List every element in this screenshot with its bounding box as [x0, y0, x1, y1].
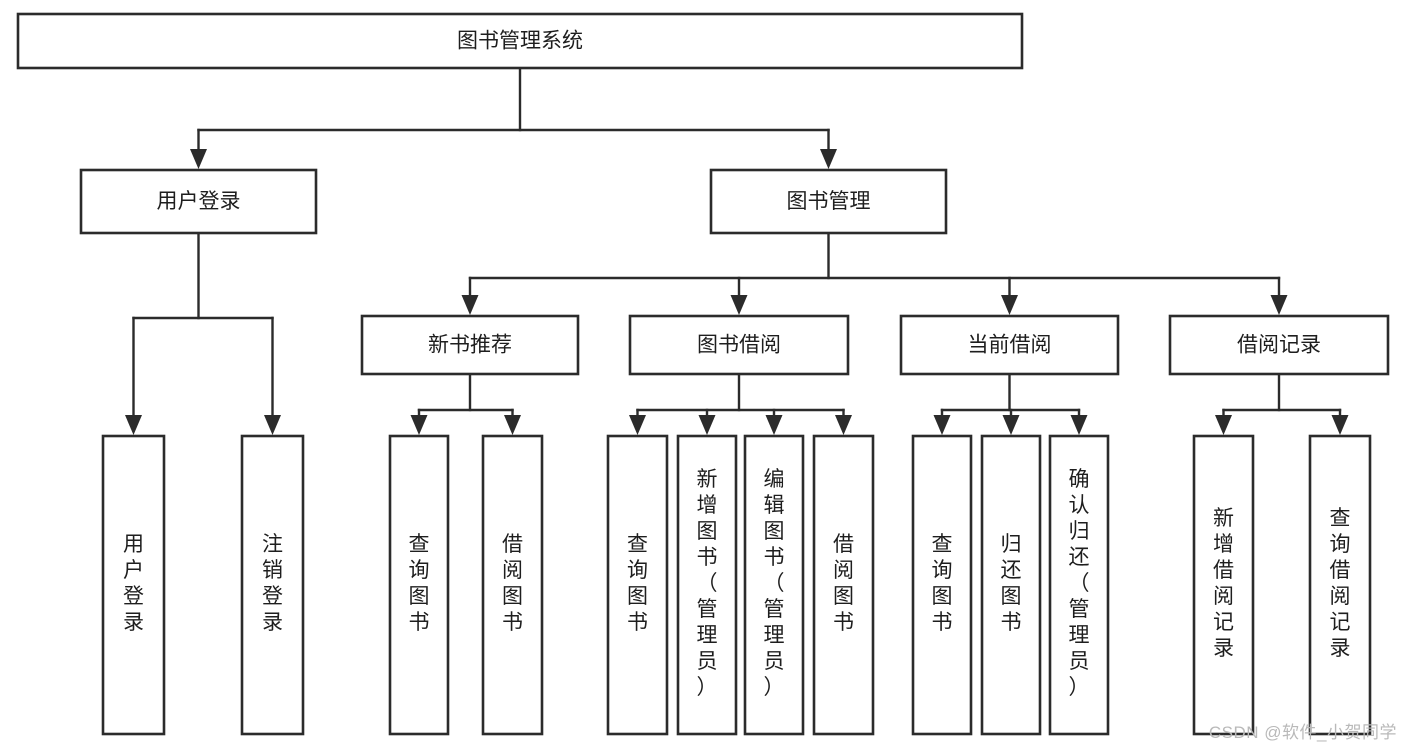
node-box[interactable]	[911, 434, 973, 736]
arrow-head-icon	[1215, 415, 1232, 435]
node-label: 当前借阅	[968, 334, 1052, 357]
arrow-head-icon	[1002, 415, 1020, 435]
node-root[interactable]: 图书管理系统	[16, 12, 1024, 70]
node-leaf10[interactable]: 归还图书	[980, 434, 1042, 736]
node-label: 图书管理	[787, 190, 871, 213]
arrow-head-icon	[190, 149, 207, 169]
arrow-head-icon	[410, 415, 428, 435]
node-leaf04[interactable]: 借阅图书	[481, 434, 544, 736]
edges-layer	[125, 66, 1349, 435]
node-leaf11[interactable]: 确认归还（管理员）	[1048, 434, 1110, 736]
node-label: 新增借阅记录	[1213, 507, 1234, 660]
arrow-head-icon	[820, 149, 837, 169]
node-label: 查询图书	[627, 533, 648, 634]
node-box[interactable]	[812, 434, 875, 736]
arrow-head-icon	[125, 415, 142, 435]
arrow-head-icon	[1331, 415, 1349, 435]
node-label: 查询借阅记录	[1330, 507, 1351, 660]
connector-group-l3d	[1215, 372, 1349, 435]
node-label: 查询图书	[409, 533, 430, 634]
node-label: 用户登录	[123, 533, 144, 634]
connector-group-l3b	[629, 372, 852, 435]
arrow-head-icon	[933, 415, 951, 435]
watermark-text: CSDN @软件_小贺同学	[1208, 723, 1397, 742]
node-label: 新增图书（管理员）	[697, 468, 718, 699]
node-box[interactable]	[606, 434, 669, 736]
node-label: 注销登录	[262, 533, 283, 634]
node-box[interactable]	[1192, 434, 1255, 736]
node-box[interactable]	[628, 314, 850, 376]
arrow-head-icon	[765, 415, 783, 435]
node-l3b[interactable]: 图书借阅	[628, 314, 850, 376]
node-label: 图书管理系统	[457, 30, 583, 53]
node-label: 用户登录	[157, 190, 241, 213]
nodes-layer: 图书管理系统用户登录图书管理新书推荐图书借阅当前借阅借阅记录用户登录注销登录查询…	[16, 12, 1390, 736]
node-l2a[interactable]: 用户登录	[79, 168, 318, 235]
node-box[interactable]	[676, 434, 738, 736]
arrow-head-icon	[504, 415, 521, 435]
arrow-head-icon	[461, 295, 479, 315]
node-l3c[interactable]: 当前借阅	[899, 314, 1120, 376]
node-leaf06[interactable]: 新增图书（管理员）	[676, 434, 738, 736]
arrow-head-icon	[629, 415, 646, 435]
node-box[interactable]	[1048, 434, 1110, 736]
node-label: 借阅记录	[1237, 334, 1321, 357]
connector-group-root	[190, 66, 837, 169]
node-box[interactable]	[388, 434, 450, 736]
node-label: 编辑图书（管理员）	[764, 468, 785, 699]
node-box[interactable]	[743, 434, 805, 736]
node-leaf02[interactable]: 注销登录	[240, 434, 305, 736]
node-box[interactable]	[709, 168, 948, 235]
node-leaf09[interactable]: 查询图书	[911, 434, 973, 736]
arrow-head-icon	[1070, 415, 1088, 435]
node-l3a[interactable]: 新书推荐	[360, 314, 580, 376]
node-label: 图书借阅	[697, 334, 781, 357]
arrow-head-icon	[264, 415, 281, 435]
node-box[interactable]	[240, 434, 305, 736]
node-box[interactable]	[481, 434, 544, 736]
connector-group-l3c	[933, 372, 1088, 435]
arrow-head-icon	[730, 295, 748, 315]
node-leaf12[interactable]: 新增借阅记录	[1192, 434, 1255, 736]
connector-group-l2a	[125, 231, 281, 435]
node-box[interactable]	[1168, 314, 1390, 376]
node-box[interactable]	[101, 434, 166, 736]
node-box[interactable]	[899, 314, 1120, 376]
node-box[interactable]	[360, 314, 580, 376]
connector-group-l2b	[461, 231, 1288, 315]
node-label: 借阅图书	[833, 533, 854, 634]
arrow-head-icon	[1270, 295, 1288, 315]
node-label: 归还图书	[1001, 533, 1022, 634]
node-box[interactable]	[980, 434, 1042, 736]
node-label: 新书推荐	[428, 334, 512, 357]
node-leaf13[interactable]: 查询借阅记录	[1308, 434, 1372, 736]
node-label: 确认归还（管理员）	[1069, 468, 1090, 699]
node-label: 借阅图书	[502, 533, 523, 634]
node-l2b[interactable]: 图书管理	[709, 168, 948, 235]
node-leaf01[interactable]: 用户登录	[101, 434, 166, 736]
arrow-head-icon	[1001, 295, 1018, 315]
arrow-head-icon	[835, 415, 852, 435]
node-leaf03[interactable]: 查询图书	[388, 434, 450, 736]
arrow-head-icon	[698, 415, 716, 435]
node-box[interactable]	[1308, 434, 1372, 736]
node-box[interactable]	[16, 12, 1024, 70]
node-leaf07[interactable]: 编辑图书（管理员）	[743, 434, 805, 736]
node-label: 查询图书	[932, 533, 953, 634]
node-box[interactable]	[79, 168, 318, 235]
node-l3d[interactable]: 借阅记录	[1168, 314, 1390, 376]
connector-group-l3a	[410, 372, 521, 435]
node-leaf05[interactable]: 查询图书	[606, 434, 669, 736]
node-leaf08[interactable]: 借阅图书	[812, 434, 875, 736]
